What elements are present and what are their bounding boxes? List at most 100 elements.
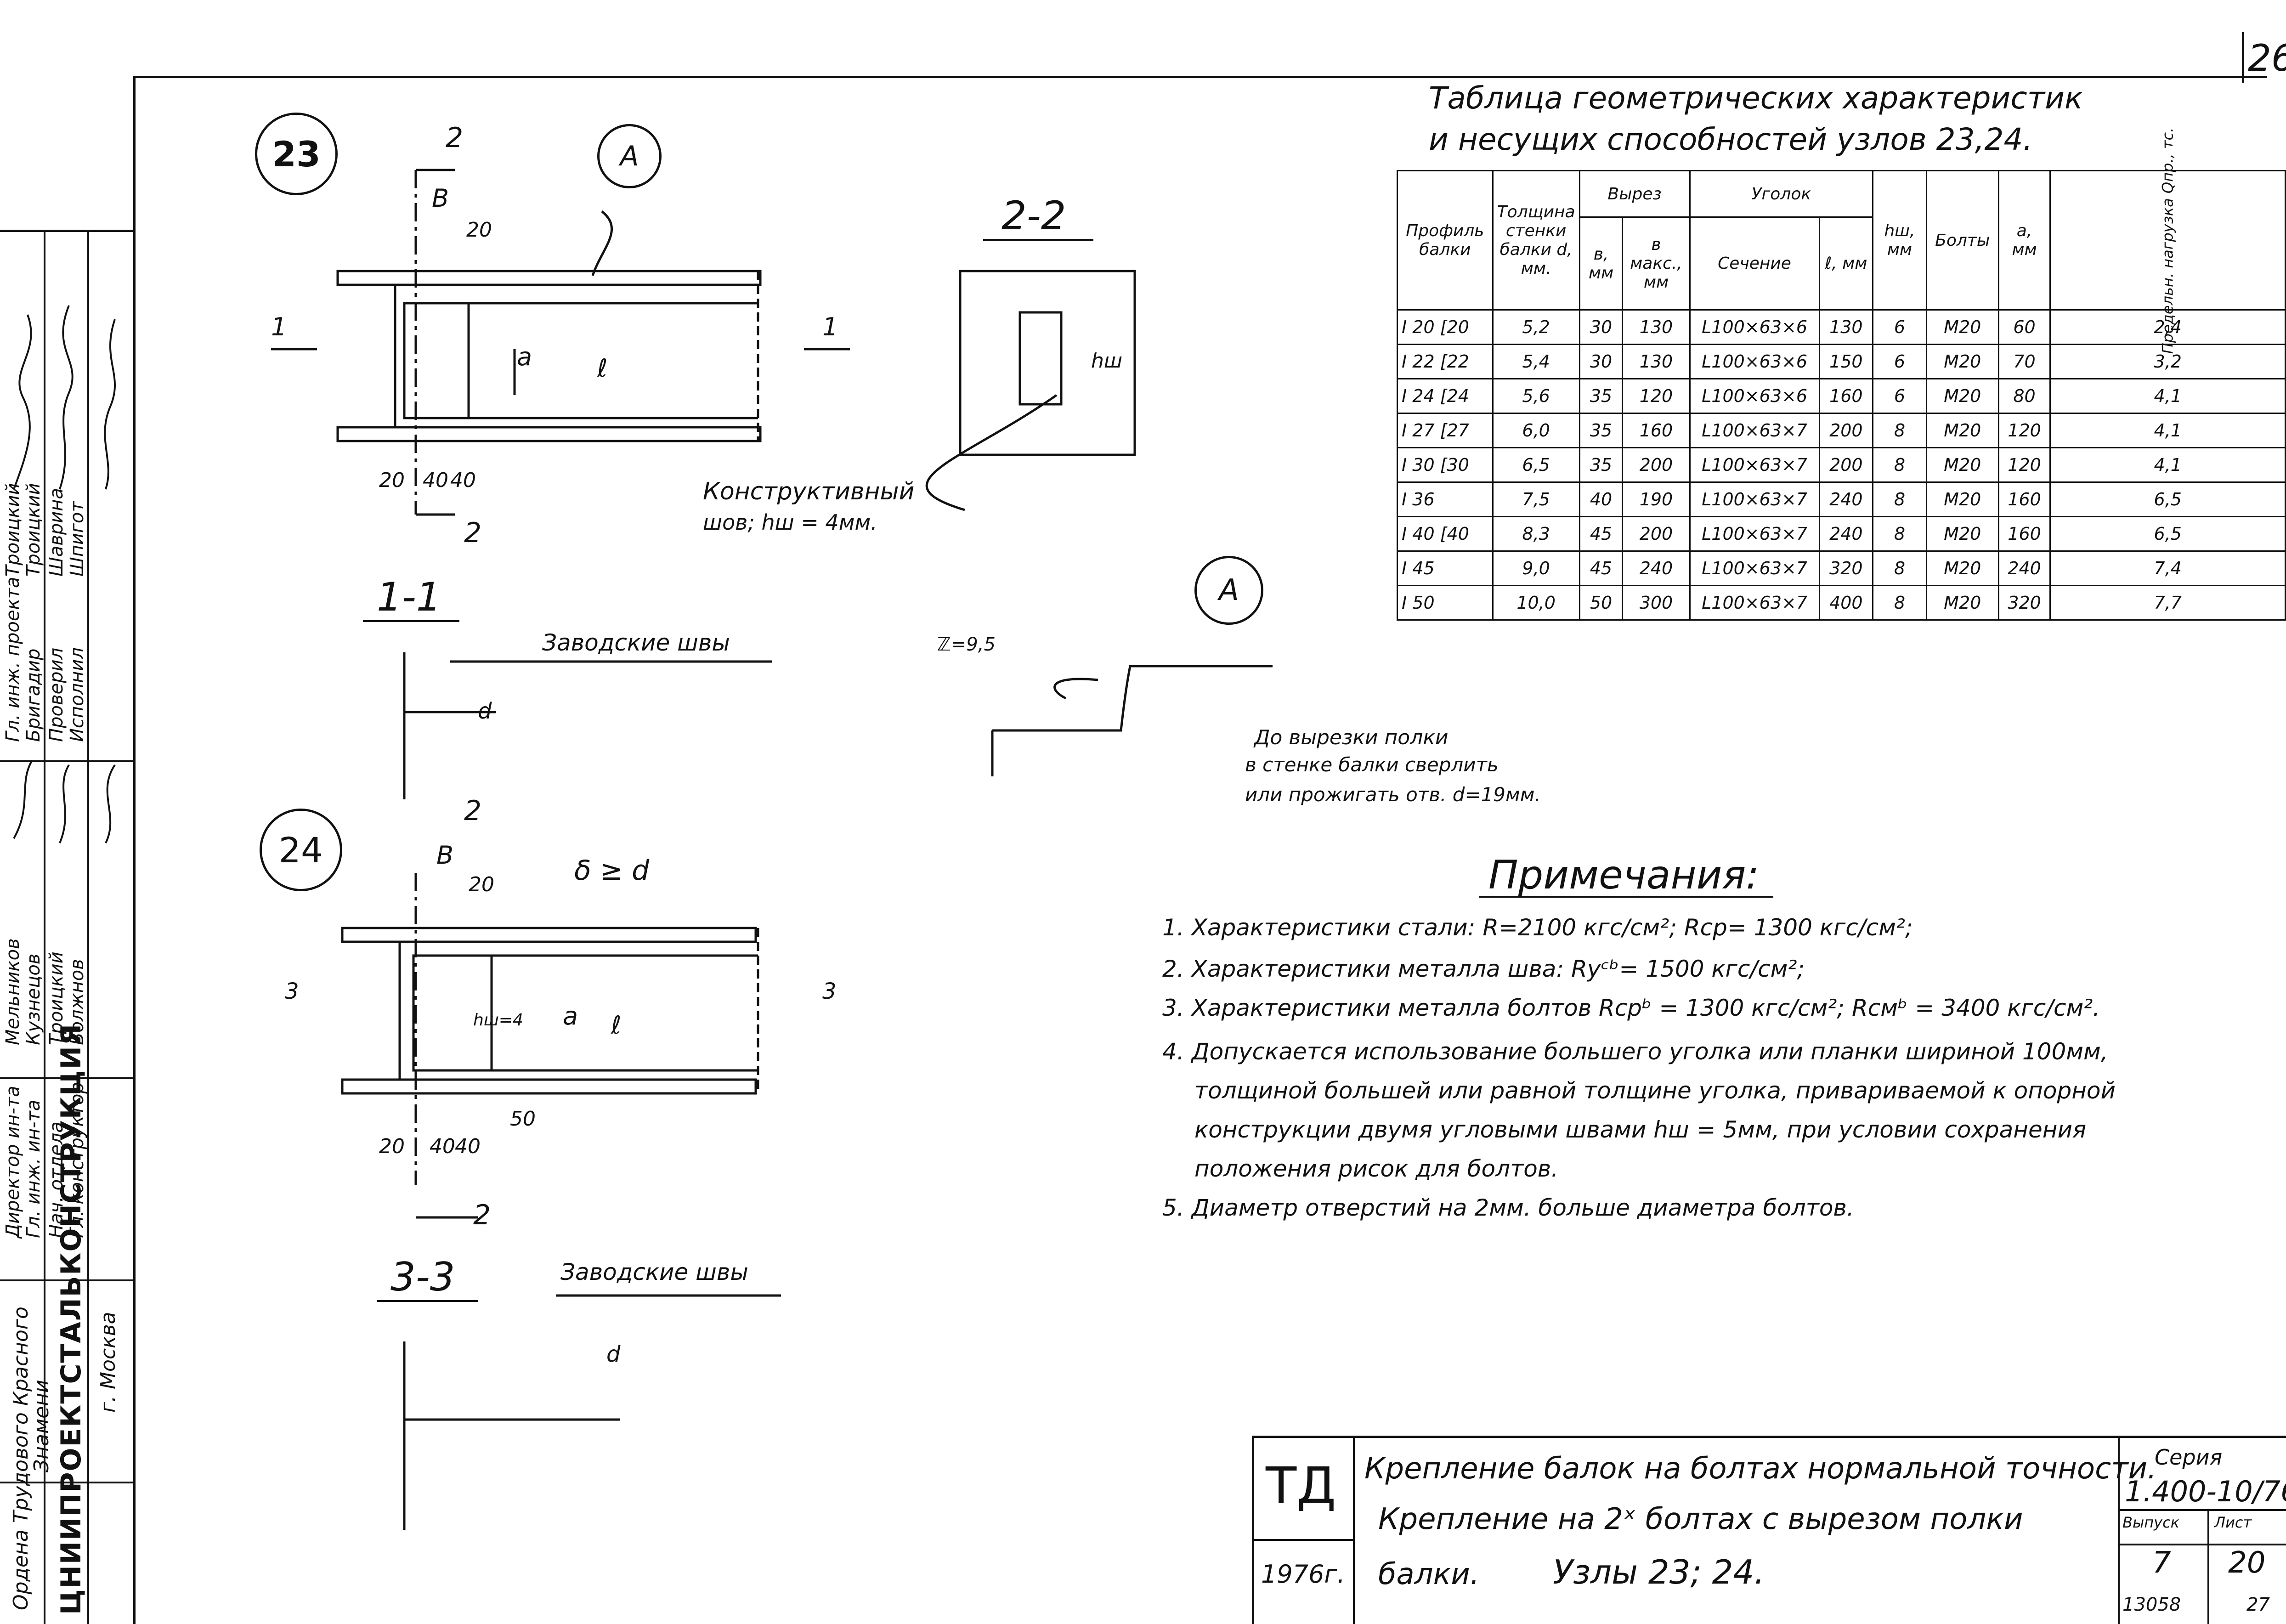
tb-divider [2118,1438,2120,1624]
sheet-number: 26 [2248,37,2286,79]
table-cell-bolt: M20 [1925,378,1999,414]
table-cell-d: 9,0 [1492,550,1580,586]
table-cell-q: 6,5 [2049,481,2286,517]
before-cut-3: или прожигать отв. d=19мм. [1245,783,1541,806]
table-cell-profile: I 45 [1397,550,1494,586]
table-cell-profile: I 40 [40 [1397,516,1494,552]
table-cell-bmax: 190 [1622,481,1691,517]
tb-divider [2207,1509,2209,1624]
sheet-frame [133,76,2267,1624]
tb-divider [1254,1539,1353,1541]
note-3: 3. Характеристики металла болтов Rсрᵇ = … [1162,995,2100,1021]
table-cell-h: 8 [1872,550,1927,586]
tb-page: 27 [2246,1594,2270,1615]
th-b: в, мм [1579,216,1624,311]
note-2: 2. Характеристики металла шва: Rуᶜᵇ= 150… [1162,956,1805,982]
note-1: 1. Характеристики стали: R=2100 кгс/см²;… [1162,914,1913,941]
table-cell-a: 320 [1997,585,2051,621]
table-cell-section: L100×63×7 [1689,447,1820,483]
table-cell-d: 8,3 [1492,516,1580,552]
th-a: a, мм [1997,170,2051,311]
tb-line-1: Крепление балок на болтах нормальной точ… [1364,1452,2157,1486]
table-cell-l: 160 [1818,378,1874,414]
dim-delta: δ ≥ d [574,854,650,887]
table-cell-h: 6 [1872,344,1927,379]
table-cell-a: 80 [1997,378,2051,414]
tb-line-2: Крепление на 2ˣ болтах с вырезом полки [1378,1502,2023,1536]
table-cell-h: 8 [1872,447,1927,483]
tb-sheet: 20 [2228,1546,2266,1580]
table-cell-b: 50 [1579,585,1624,621]
note-4b: толщиной большей или равной толщине угол… [1194,1077,2116,1104]
table-cell-profile: I 27 [27 [1397,413,1494,448]
table-cell-d: 7,5 [1492,481,1580,517]
tb-line-3b: Узлы 23; 24. [1553,1553,1765,1591]
section-1-1-label: 1-1 [377,574,441,620]
th-web: Толщина стенки балки d, мм. [1492,170,1580,311]
dim-a-24: а [563,1002,578,1030]
tb-divider [2118,1509,2286,1511]
table-cell-b: 45 [1579,550,1624,586]
tb-divider [2118,1544,2286,1545]
table-cell-bmax: 300 [1622,585,1691,621]
note-5: 5. Диаметр отверстий на 2мм. больше диам… [1162,1194,1854,1221]
radius-label: ℤ=9,5 [937,634,996,655]
table-cell-l: 200 [1818,447,1874,483]
th-profile: Профиль балки [1397,170,1494,311]
dim-20-bottom: 20 [379,469,405,492]
dim-d-2: d [606,1341,621,1367]
table-cell-bmax: 130 [1622,309,1691,345]
table-cell-b: 35 [1579,413,1624,448]
table-cell-a: 60 [1997,309,2051,345]
dim-l: ℓ [597,354,608,383]
table-cell-h: 6 [1872,309,1927,345]
stamp-divider [87,232,89,1624]
note-4d: положения рисок для болтов. [1194,1155,1559,1182]
dim-hw4: hш=4 [473,1011,523,1030]
table-cell-bolt: M20 [1925,447,1999,483]
tb-sheet-label: Лист [2214,1514,2252,1531]
table-cell-profile: I 30 [30 [1397,447,1494,483]
signatures-icon [13,305,116,843]
dim-hsh: hш [1091,349,1123,373]
section-mark-1-right: 1 [822,312,838,341]
table-cell-bolt: M20 [1925,481,1999,517]
dim-50: 50 [510,1107,536,1131]
table-cell-l: 400 [1818,585,1874,621]
table-cell-q: 4,1 [2049,413,2286,448]
section-mark-2-bottom: 2 [464,517,482,549]
notes-underline [1479,896,1773,898]
td-mark: ТД [1266,1456,1336,1515]
table-cell-d: 10,0 [1492,585,1580,621]
table-cell-b: 30 [1579,309,1624,345]
table-cell-section: L100×63×6 [1689,344,1820,379]
th-section: Сечение [1689,216,1820,311]
table-cell-q: 6,5 [2049,516,2286,552]
before-cut-2: в стенке балки сверлить [1245,753,1499,776]
table-cell-h: 8 [1872,585,1927,621]
table-cell-d: 5,2 [1492,309,1580,345]
table-cell-h: 6 [1872,378,1927,414]
table-cell-l: 150 [1818,344,1874,379]
tb-year: 1976г. [1261,1560,1345,1589]
table-cell-d: 6,5 [1492,447,1580,483]
factory-welds-1: Заводские швы [542,629,730,656]
stamp-row-divider [0,760,133,762]
th-hsh: hш, мм [1872,170,1927,311]
table-cell-b: 35 [1579,447,1624,483]
section-mark-1-left: 1 [271,312,287,341]
beam24-flange-top [341,927,757,943]
angle-plate [403,302,470,419]
weld-note-2: шов; hш = 4мм. [703,510,877,535]
node-24-circle: 24 [260,809,342,891]
table-cell-b: 30 [1579,344,1624,379]
callout-a-circle: А [597,124,662,188]
dim-b-24: В [436,841,454,870]
table-cell-a: 70 [1997,344,2051,379]
th-bolts: Болты [1925,170,1999,311]
